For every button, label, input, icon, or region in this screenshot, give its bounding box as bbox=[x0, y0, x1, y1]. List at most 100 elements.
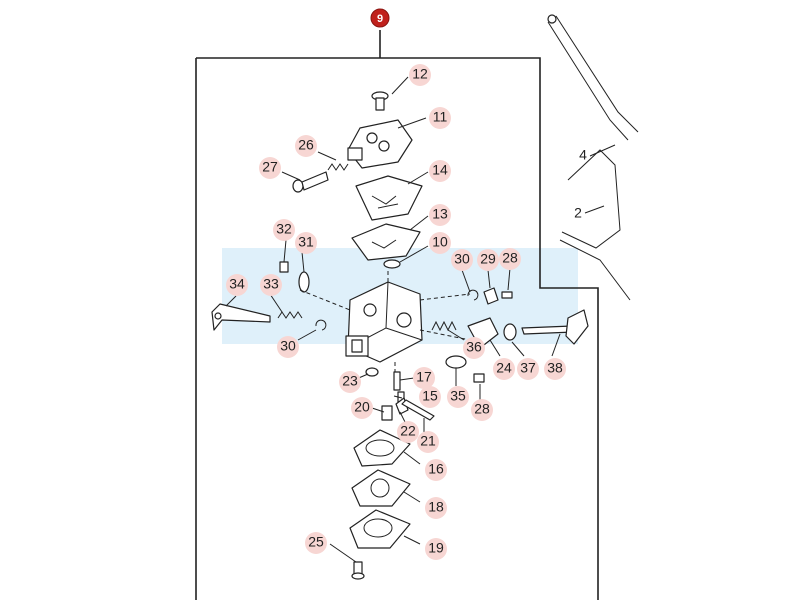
callout-35: 35 bbox=[450, 388, 466, 404]
part-spring-26 bbox=[327, 163, 349, 171]
callout-bg bbox=[425, 497, 447, 519]
side-label-a: 4 bbox=[579, 147, 587, 163]
callout-32: 32 bbox=[276, 221, 292, 237]
callout-bg bbox=[273, 219, 295, 241]
diaphragm-16-detail bbox=[365, 439, 395, 457]
callout-bg bbox=[477, 249, 499, 271]
callout-bg bbox=[451, 249, 473, 271]
callout-21: 21 bbox=[420, 433, 436, 449]
callout-leaders bbox=[225, 76, 561, 563]
part-clip-30-left bbox=[315, 319, 327, 331]
callout-bg bbox=[493, 358, 515, 380]
callout-29: 29 bbox=[480, 251, 496, 267]
callout-37: 37 bbox=[520, 360, 536, 376]
part-screw-28-top bbox=[501, 291, 513, 299]
callout-20: 20 bbox=[354, 399, 370, 415]
callout-38: 38 bbox=[547, 360, 563, 376]
part-screw-32 bbox=[279, 261, 289, 273]
part-plug-23 bbox=[365, 367, 379, 377]
callout-13: 13 bbox=[432, 206, 448, 222]
callout-31: 31 bbox=[298, 234, 314, 250]
callout-bg bbox=[295, 135, 317, 157]
diaphragm-18-detail bbox=[370, 478, 390, 498]
part-choke-shaft-38 bbox=[521, 309, 589, 345]
callout-bg bbox=[499, 248, 521, 270]
part-screw-25 bbox=[351, 561, 365, 580]
part-clip-30-right bbox=[467, 289, 479, 301]
part-spring-36 bbox=[431, 320, 457, 332]
part-diaphragm-18 bbox=[351, 469, 411, 507]
callout-bg bbox=[277, 336, 299, 358]
callout-bg bbox=[447, 386, 469, 408]
part-washer-37 bbox=[503, 323, 517, 341]
callout-34: 34 bbox=[229, 276, 245, 292]
side-label-b: 2 bbox=[574, 205, 582, 221]
assembly-marker-icon bbox=[370, 8, 390, 28]
part-pump-cover-11 bbox=[347, 119, 413, 169]
part-screw-28-bottom bbox=[473, 373, 485, 383]
callout-bg bbox=[417, 431, 439, 453]
callout-26: 26 bbox=[298, 137, 314, 153]
callout-bg bbox=[429, 232, 451, 254]
callout-28-top: 28 bbox=[502, 250, 518, 266]
callout-25: 25 bbox=[308, 534, 324, 550]
part-needle-17 bbox=[393, 371, 401, 391]
callout-18: 18 bbox=[428, 499, 444, 515]
callout-12: 12 bbox=[412, 66, 428, 82]
neighbour-part-outline bbox=[547, 15, 639, 301]
callout-bg bbox=[429, 107, 451, 129]
callout-bg bbox=[295, 232, 317, 254]
callouts: 12 11 26 27 14 13 32 31 10 30 29 28 34 3… bbox=[226, 64, 566, 560]
callout-bg bbox=[429, 204, 451, 226]
callout-bg bbox=[463, 337, 485, 359]
part-shaft-34 bbox=[211, 303, 271, 331]
diaphragm-13-detail bbox=[371, 239, 397, 249]
part-gasket-14 bbox=[355, 175, 423, 221]
part-screen-10 bbox=[383, 259, 401, 269]
part-plate-31 bbox=[298, 271, 310, 293]
part-diaphragm-13 bbox=[351, 223, 421, 261]
callout-bg bbox=[544, 358, 566, 380]
callout-bg bbox=[471, 399, 493, 421]
rod-end bbox=[547, 14, 557, 24]
leader bbox=[589, 144, 616, 157]
leader bbox=[584, 205, 605, 214]
callout-33: 33 bbox=[263, 276, 279, 292]
callout-bg bbox=[260, 274, 282, 296]
callout-bg bbox=[409, 64, 431, 86]
callout-bg bbox=[419, 386, 441, 408]
assembly-marker: 9 bbox=[377, 13, 383, 25]
callout-bg bbox=[397, 421, 419, 443]
callout-27: 27 bbox=[262, 159, 278, 175]
callout-bg bbox=[259, 157, 281, 179]
callout-36: 36 bbox=[466, 339, 482, 355]
part-plate-35 bbox=[445, 355, 467, 369]
part-fitting-20 bbox=[381, 405, 393, 421]
callout-bg bbox=[425, 459, 447, 481]
callout-bg bbox=[351, 397, 373, 419]
part-gasket-19 bbox=[349, 509, 411, 549]
part-lever-29 bbox=[483, 287, 499, 305]
callout-bg bbox=[517, 358, 539, 380]
callout-bg bbox=[226, 274, 248, 296]
callout-28-bottom: 28 bbox=[474, 401, 490, 417]
callout-14: 14 bbox=[432, 162, 448, 178]
callout-30-right: 30 bbox=[454, 251, 470, 267]
gasket-19-detail bbox=[363, 518, 393, 538]
callout-30-left: 30 bbox=[280, 338, 296, 354]
part-screw-27 bbox=[292, 171, 329, 193]
callout-16: 16 bbox=[428, 461, 444, 477]
callout-19: 19 bbox=[428, 540, 444, 556]
callout-bg bbox=[305, 532, 327, 554]
callout-bg bbox=[339, 371, 361, 393]
part-screw-12 bbox=[371, 91, 389, 111]
part-arm-21 bbox=[401, 399, 435, 421]
callout-bg bbox=[413, 367, 435, 389]
assembly-frame bbox=[195, 30, 599, 600]
callout-22: 22 bbox=[400, 423, 416, 439]
callout-10: 10 bbox=[432, 234, 448, 250]
callout-15: 15 bbox=[422, 388, 438, 404]
part-diaphragm-16 bbox=[353, 429, 411, 467]
callout-17: 17 bbox=[416, 369, 432, 385]
